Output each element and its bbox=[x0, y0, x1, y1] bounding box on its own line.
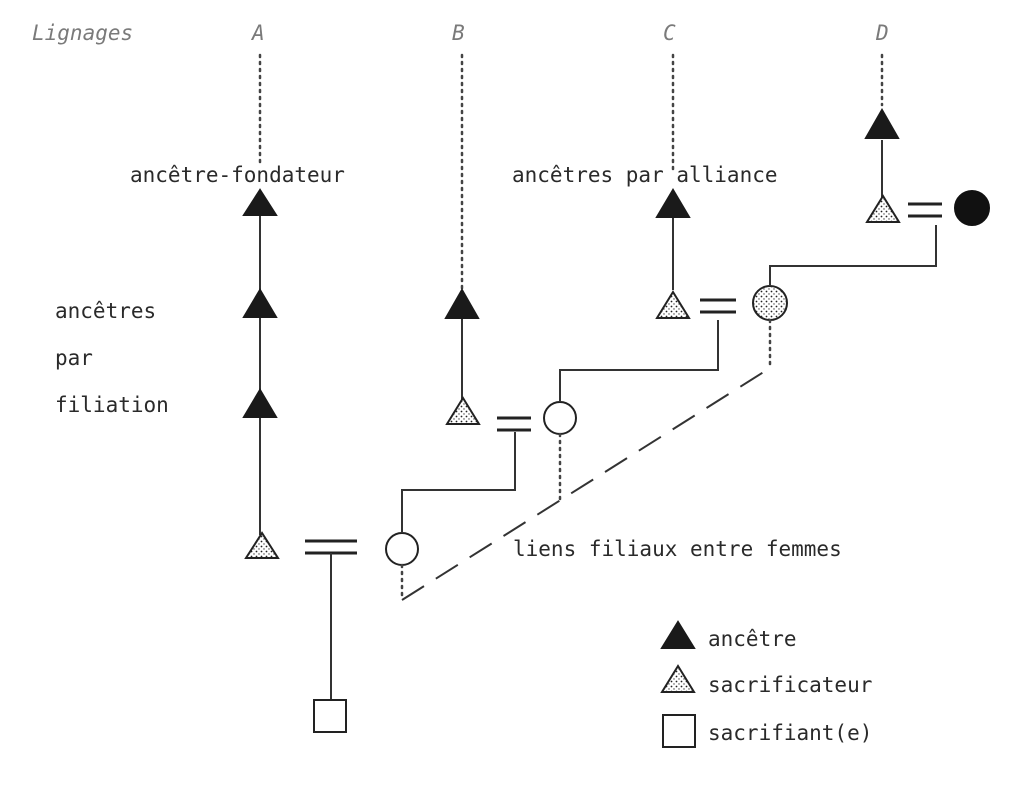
female-links-label: liens filiaux entre femmes bbox=[513, 537, 842, 561]
filled-triangle-icon bbox=[864, 107, 900, 139]
filled-triangle-icon bbox=[242, 188, 278, 216]
alliance-label: ancêtres par alliance bbox=[512, 163, 778, 187]
stippled-triangle-icon bbox=[244, 531, 280, 559]
filled-triangle-icon bbox=[242, 388, 278, 418]
square-icon bbox=[662, 714, 696, 748]
filled-triangle-icon bbox=[660, 620, 696, 649]
legend-offerer-label: sacrifiant(e) bbox=[708, 721, 872, 745]
column-d-label: D bbox=[875, 21, 889, 45]
parent-link-line bbox=[559, 320, 719, 402]
filled-triangle-icon bbox=[444, 287, 480, 319]
parent-link-line bbox=[401, 432, 516, 533]
column-b-label: B bbox=[452, 21, 465, 45]
legend-sacrificer-label: sacrificateur bbox=[708, 673, 872, 697]
filiation-label-2: par bbox=[55, 346, 93, 370]
parent-link-line bbox=[769, 225, 937, 286]
stippled-triangle-icon bbox=[865, 194, 901, 223]
stippled-triangle-icon bbox=[655, 290, 691, 319]
filled-triangle-icon bbox=[655, 188, 691, 218]
filled-circle-icon bbox=[954, 190, 990, 226]
stippled-triangle-icon bbox=[660, 664, 696, 693]
filled-triangle-icon bbox=[242, 288, 278, 318]
stippled-triangle-icon bbox=[445, 396, 481, 425]
lineages-label: Lignages bbox=[32, 21, 133, 45]
circle-icon bbox=[543, 401, 577, 435]
square-icon bbox=[313, 699, 347, 733]
filiation-label-1: ancêtres bbox=[55, 299, 156, 323]
stippled-circle-icon bbox=[752, 285, 788, 321]
column-a-label: A bbox=[250, 21, 265, 45]
filiation-label-3: filiation bbox=[55, 393, 169, 417]
legend: ancêtre sacrificateur sacrifiant(e) bbox=[660, 620, 872, 748]
legend-ancestor-label: ancêtre bbox=[708, 627, 797, 651]
circle-icon bbox=[385, 532, 419, 566]
column-c-label: C bbox=[663, 21, 676, 45]
founder-label: ancêtre-fondateur bbox=[130, 163, 345, 187]
female-filial-dashed-line bbox=[401, 367, 771, 601]
